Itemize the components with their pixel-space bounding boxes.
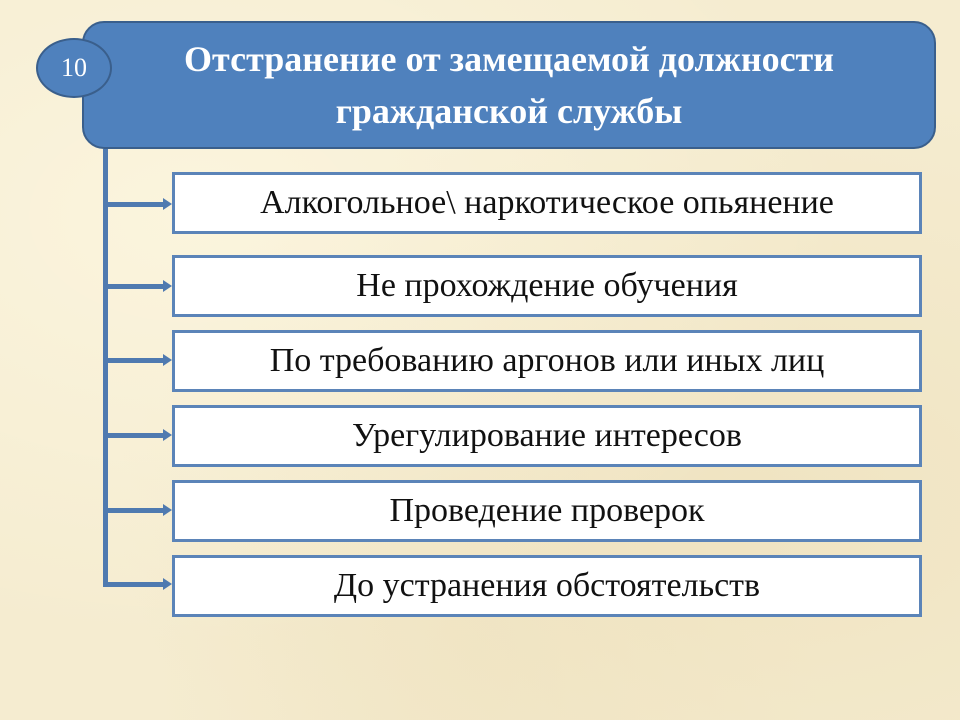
item-label: Алкогольное\ наркотическое опьянение — [260, 184, 834, 221]
list-item: Алкогольное\ наркотическое опьянение — [172, 172, 922, 234]
item-label: Проведение проверок — [389, 492, 705, 529]
item-label: Урегулирование интересов — [352, 417, 742, 454]
arrow-icon — [163, 429, 172, 441]
connector-branch — [103, 433, 165, 438]
item-label: Не прохождение обучения — [356, 267, 738, 304]
connector-branch — [103, 284, 165, 289]
header-title-line2: гражданской службы — [335, 91, 683, 131]
number-badge: 10 — [36, 38, 112, 98]
item-label: До устранения обстоятельств — [333, 567, 761, 604]
arrow-icon — [163, 504, 172, 516]
connector-branch — [103, 358, 165, 363]
connector-branch — [103, 582, 165, 587]
connector-branch — [103, 202, 165, 207]
header-title-line1: Отстранение от замещаемой должности — [184, 39, 834, 79]
connector-trunk — [103, 149, 108, 585]
list-item: Не прохождение обучения — [172, 255, 922, 317]
list-item: По требованию аргонов или иных лиц — [172, 330, 922, 392]
list-item: Урегулирование интересов — [172, 405, 922, 467]
item-label: По требованию аргонов или иных лиц — [269, 342, 825, 379]
list-item: До устранения обстоятельств — [172, 555, 922, 617]
connector-branch — [103, 508, 165, 513]
list-item: Проведение проверок — [172, 480, 922, 542]
header-box: Отстранение от замещаемой должности граж… — [82, 21, 936, 149]
arrow-icon — [163, 280, 172, 292]
arrow-icon — [163, 198, 172, 210]
arrow-icon — [163, 578, 172, 590]
arrow-icon — [163, 354, 172, 366]
